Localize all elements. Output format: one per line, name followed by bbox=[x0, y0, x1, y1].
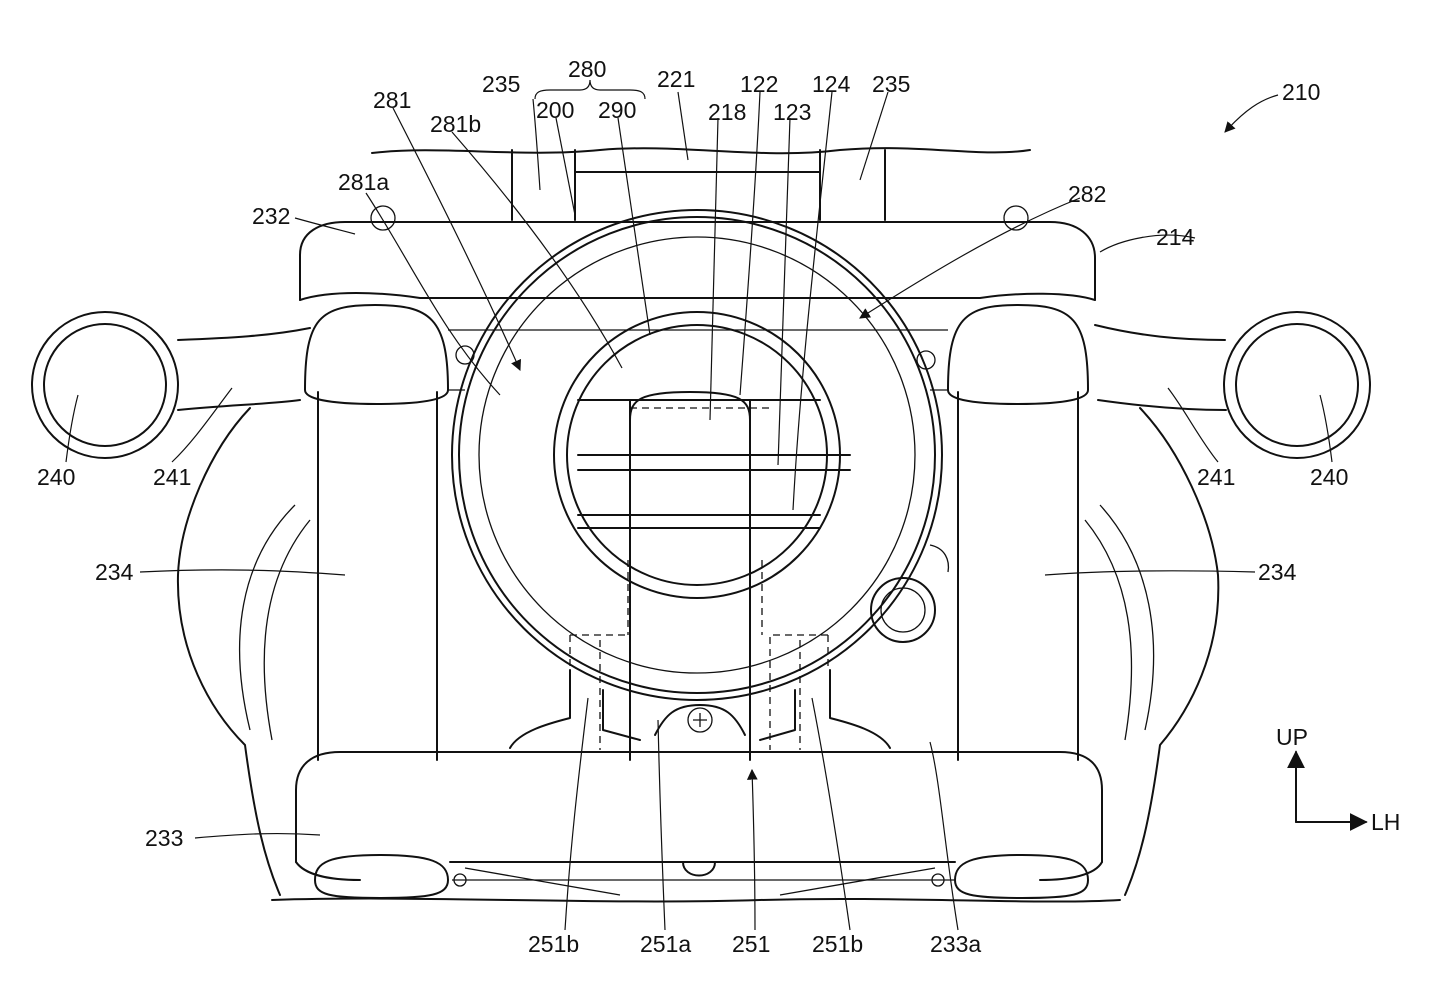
label-251: 251 bbox=[732, 931, 770, 957]
label-232: 232 bbox=[252, 203, 290, 229]
label-235-left: 235 bbox=[482, 71, 520, 97]
label-124: 124 bbox=[812, 71, 851, 97]
ring-281 bbox=[451, 209, 943, 701]
label-280: 280 bbox=[568, 56, 606, 82]
label-234-right: 234 bbox=[1258, 559, 1297, 585]
direction-up-label: UP bbox=[1276, 724, 1308, 750]
label-200: 200 bbox=[536, 97, 574, 123]
label-233a: 233a bbox=[930, 931, 981, 957]
label-290: 290 bbox=[598, 97, 636, 123]
left-handle-241 bbox=[177, 327, 311, 411]
label-234-left: 234 bbox=[95, 559, 134, 585]
brace-280 bbox=[534, 79, 646, 100]
direction-lh-label: LH bbox=[1371, 809, 1400, 835]
label-233: 233 bbox=[145, 825, 183, 851]
right-handle-241 bbox=[1094, 324, 1227, 411]
upper-bridge-232 bbox=[299, 221, 1096, 301]
label-123: 123 bbox=[773, 99, 811, 125]
label-240-right: 240 bbox=[1310, 464, 1348, 490]
label-218: 218 bbox=[708, 99, 746, 125]
center-mount-251 bbox=[509, 669, 891, 749]
label-241-left: 241 bbox=[153, 464, 191, 490]
direction-indicator: UP LH bbox=[1276, 724, 1400, 835]
label-210: 210 bbox=[1282, 79, 1320, 105]
label-251b-left: 251b bbox=[528, 931, 579, 957]
label-241-right: 241 bbox=[1197, 464, 1235, 490]
label-281: 281 bbox=[373, 87, 411, 113]
label-281b: 281b bbox=[430, 111, 481, 137]
reference-labels: 210 280 235 200 290 221 218 122 123 124 … bbox=[37, 56, 1348, 957]
right-ring-240 bbox=[1223, 311, 1371, 459]
label-251a: 251a bbox=[640, 931, 691, 957]
lower-bridge-233 bbox=[295, 751, 1103, 863]
label-281a: 281a bbox=[338, 169, 389, 195]
right-column-234 bbox=[957, 391, 1079, 761]
label-122: 122 bbox=[740, 71, 778, 97]
leader-lines bbox=[65, 91, 1333, 931]
structure bbox=[31, 147, 1371, 903]
left-ring-240 bbox=[31, 311, 179, 459]
right-cowling bbox=[1124, 407, 1220, 896]
left-column-234 bbox=[317, 391, 438, 761]
hidden-outline bbox=[569, 407, 829, 750]
label-282: 282 bbox=[1068, 181, 1106, 207]
label-251b-right: 251b bbox=[812, 931, 863, 957]
label-240-left: 240 bbox=[37, 464, 75, 490]
left-cowling bbox=[176, 407, 281, 896]
label-235-right: 235 bbox=[872, 71, 910, 97]
label-221: 221 bbox=[657, 66, 695, 92]
label-214: 214 bbox=[1156, 224, 1195, 250]
upper-member-221 bbox=[371, 147, 1031, 155]
